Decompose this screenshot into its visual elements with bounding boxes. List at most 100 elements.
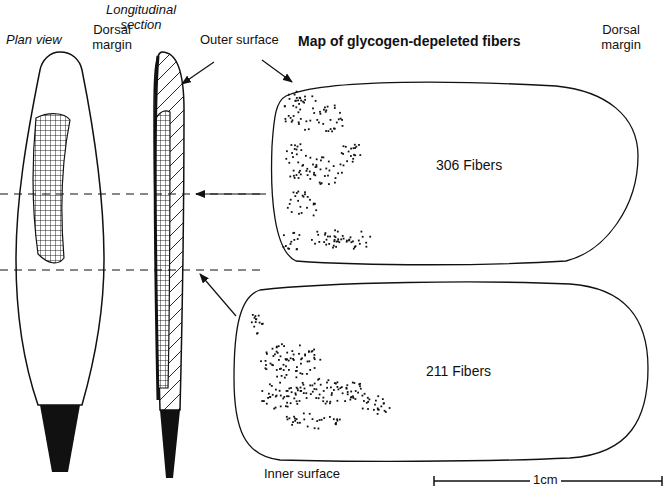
scale-bar (661, 476, 663, 486)
fiber-dot (316, 388, 318, 390)
fiber-dot (279, 390, 281, 392)
fiber-dot (299, 97, 301, 99)
fiber-dot (268, 393, 270, 395)
fiber-dot (280, 406, 282, 408)
fiber-dot (298, 353, 300, 355)
fiber-dot (290, 199, 292, 201)
scale-label: 1cm (530, 472, 561, 487)
fiber-dot (320, 169, 322, 171)
fiber-dot (258, 315, 260, 317)
fiber-dot (383, 402, 385, 404)
fiber-dot (314, 388, 316, 390)
fiber-dot (293, 175, 295, 177)
fiber-dot (266, 368, 268, 370)
fiber-dot (316, 231, 318, 233)
leader-arrow (200, 274, 236, 316)
fiber-dot (324, 107, 326, 109)
fiber-dot (304, 129, 306, 131)
fiber-dot (389, 407, 391, 409)
fiber-dot (298, 172, 300, 174)
fiber-dot (335, 423, 337, 425)
fiber-dot (285, 158, 287, 160)
fiber-dot (293, 416, 295, 418)
fiber-dot (257, 332, 259, 334)
outer-surface-edge (155, 56, 158, 400)
fiber-dot (362, 408, 364, 410)
fiber-dot (285, 359, 287, 361)
fiber-dot (300, 372, 302, 374)
fiber-dot (255, 321, 257, 323)
fiber-dot (280, 395, 282, 397)
fiber-dot (353, 248, 355, 250)
fiber-dot (297, 162, 299, 164)
fiber-dot (315, 397, 317, 399)
fiber-dot (283, 345, 285, 347)
fiber-dot (314, 383, 316, 385)
fiber-dot (290, 387, 292, 389)
fiber-dot (382, 398, 384, 400)
fiber-dot (338, 241, 340, 243)
fiber-dot (366, 246, 368, 248)
fiber-dot (312, 164, 314, 166)
fiber-dot (252, 314, 254, 316)
fiber-dot (346, 388, 348, 390)
fiber-dot (339, 112, 341, 114)
fiber-dot (296, 418, 298, 420)
fiber-dot (353, 154, 355, 156)
fiber-dot (278, 345, 280, 347)
fiber-dot (352, 161, 354, 163)
fiber-dot (319, 359, 321, 361)
fiber-dot (375, 400, 377, 402)
fiber-dot (300, 100, 302, 102)
fiber-dot (336, 418, 338, 420)
fiber-dot (290, 402, 292, 404)
fiber-dot (301, 212, 303, 214)
fiber-dot (338, 118, 340, 120)
fiber-dot (320, 384, 322, 386)
fiber-dot (309, 369, 311, 371)
fiber-dot (332, 247, 334, 249)
fiber-dot (318, 122, 320, 124)
fiber-dot (333, 128, 335, 130)
fiber-dot (369, 236, 371, 238)
fiber-dot (291, 350, 293, 352)
fiber-dot (330, 119, 332, 121)
fiber-dot (304, 388, 306, 390)
fiber-dot (330, 128, 332, 130)
fiber-dot (293, 354, 295, 356)
fiber-dot (294, 195, 296, 197)
fiber-dot (272, 364, 274, 366)
fiber-dot (331, 394, 333, 396)
fiber-dot (351, 241, 353, 243)
fiber-dot (302, 165, 304, 167)
fiber-dot (282, 398, 284, 400)
fiber-dot (296, 174, 298, 176)
fiber-dot (315, 209, 317, 211)
fiber-dot (290, 243, 292, 245)
fiber-dot (326, 239, 328, 241)
fiber-dot (336, 122, 338, 124)
fiber-dot (355, 398, 357, 400)
fiber-dot (265, 364, 267, 366)
fiber-dot (292, 421, 294, 423)
fiber-dot (343, 238, 345, 240)
fiber-dot (329, 236, 331, 238)
fiber-dot (323, 397, 325, 399)
fiber-dot (304, 96, 306, 98)
fiber-dot (294, 100, 296, 102)
fiber-dot (300, 363, 302, 365)
fiber-dot (342, 235, 344, 237)
fiber-dot (335, 236, 337, 238)
section-outline (234, 282, 648, 461)
fiber-dot (337, 172, 339, 174)
plan-view-outline (16, 52, 104, 405)
fiber-dot (328, 243, 330, 245)
fiber-dot (296, 370, 298, 372)
fiber-dot (261, 390, 263, 392)
fiber-dot (318, 397, 320, 399)
fiber-dot (355, 245, 357, 247)
fiber-dot (300, 206, 302, 208)
fiber-dot (300, 387, 302, 389)
fiber-dot (313, 172, 315, 174)
fiber-dot (286, 402, 288, 404)
